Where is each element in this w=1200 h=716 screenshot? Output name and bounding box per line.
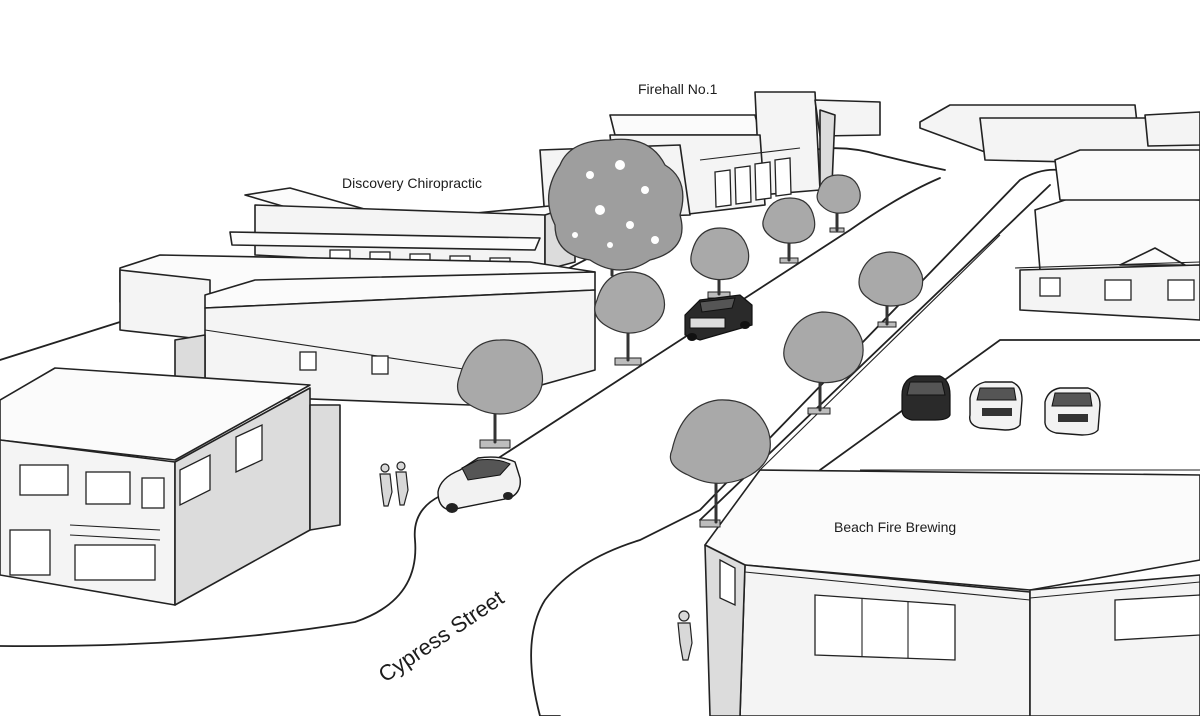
brewing-windows (719, 558, 1200, 661)
brewing-label: Beach Fire Brewing (834, 519, 956, 535)
street-tree (783, 311, 864, 415)
foreground-left-windows (9, 423, 263, 581)
pedestrians (379, 461, 693, 661)
brewing-building: Beach Fire Brewing (704, 469, 1200, 716)
pedestrian (395, 461, 409, 506)
chiropractic-building: Discovery Chiropractic (229, 175, 576, 271)
right-house (1014, 149, 1200, 321)
street-tree (457, 339, 544, 449)
pickup-truck (684, 294, 753, 341)
pedestrian (379, 463, 393, 507)
firehall-garage-bays (699, 147, 801, 208)
large-tree (547, 138, 684, 277)
street-trees-right (669, 251, 924, 528)
foreground-left-building (0, 367, 341, 606)
street-tree (762, 197, 816, 264)
street-tree (690, 227, 750, 299)
street-tree (594, 271, 666, 366)
parked-car (1044, 387, 1101, 436)
street-tree (816, 174, 861, 233)
pedestrian (677, 610, 693, 661)
street-tree (858, 251, 924, 328)
street-trees-left (457, 174, 861, 449)
parked-car (901, 375, 951, 421)
firehall-label: Firehall No.1 (638, 81, 718, 97)
chiropractic-label: Discovery Chiropractic (342, 175, 482, 191)
white-sedan (437, 456, 521, 513)
midleft-windows (299, 351, 389, 375)
right-house-windows (1039, 277, 1195, 301)
cars (437, 294, 1101, 513)
parked-car (969, 381, 1023, 431)
street-tree (669, 399, 771, 528)
